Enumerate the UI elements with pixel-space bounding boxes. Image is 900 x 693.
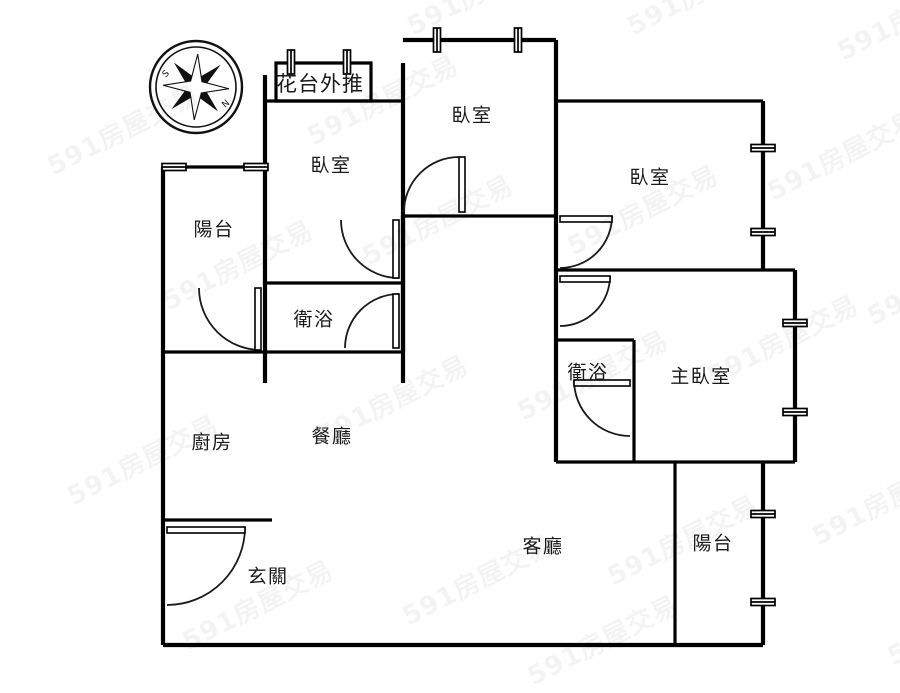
annotation-flower-bed-extension: 花台外推	[276, 72, 364, 96]
door-leaf	[166, 526, 246, 534]
door-leaf	[254, 287, 262, 351]
room-label-kitchen: 廚房	[191, 431, 232, 454]
compass-rose: SN	[148, 39, 244, 135]
door-entrance	[166, 526, 246, 606]
door-swing-arc	[166, 526, 246, 606]
compass-label-n: N	[220, 98, 232, 110]
door-swing-arc	[559, 215, 613, 269]
door-bathroom-master	[573, 379, 631, 437]
room-label-dining-room: 餐廳	[311, 426, 352, 448]
room-label-balcony-left: 陽台	[193, 219, 234, 241]
door-leaf	[559, 275, 611, 283]
door-bedroom-left	[340, 219, 400, 279]
door-swing-arc	[403, 156, 460, 213]
door-bathroom-left	[344, 293, 400, 349]
room-label-bedroom-right: 臥室	[629, 167, 670, 189]
compass-outer-ring	[148, 39, 244, 135]
window-marker	[432, 27, 442, 53]
window-marker	[513, 27, 523, 53]
window-marker	[750, 143, 776, 153]
doors-layer	[166, 156, 631, 606]
compass-star	[162, 53, 230, 121]
window-marker	[243, 162, 269, 172]
window-marker	[286, 49, 296, 75]
window-marker	[161, 162, 187, 172]
door-swing-arc	[573, 379, 631, 437]
door-bedroom-right	[559, 215, 613, 269]
room-label-master-bedroom: 主臥室	[670, 366, 732, 388]
window-marker	[342, 49, 352, 75]
door-leaf	[392, 293, 400, 349]
room-label-entrance-foyer: 玄關	[247, 566, 288, 588]
window-marker	[750, 509, 776, 519]
floor-plan-root: 591房屋交易591房屋交易591房屋交易591房屋交易591房屋交易591房屋…	[43, 0, 900, 692]
compass-inner-ring	[155, 46, 237, 128]
room-label-balcony-right: 陽台	[692, 533, 733, 555]
room-label-bedroom-left: 臥室	[310, 155, 351, 177]
door-balcony-left	[198, 287, 262, 351]
window-marker	[782, 318, 808, 328]
door-swing-arc	[198, 287, 262, 351]
compass-star-secondary	[162, 53, 230, 121]
window-marker	[782, 407, 808, 417]
window-marker	[750, 597, 776, 607]
room-label-bedroom-center: 臥室	[451, 105, 492, 127]
door-swing-arc	[559, 275, 611, 327]
room-label-bathroom-left: 衛浴	[293, 309, 334, 331]
door-leaf	[458, 156, 466, 213]
windows-layer	[161, 27, 808, 607]
room-labels-layer: 臥室臥室臥室主臥室衛浴衛浴陽台陽台廚房餐廳客廳玄關花台外推	[191, 72, 733, 588]
door-corridor-south	[559, 275, 611, 327]
walls-layer	[160, 37, 798, 648]
door-leaf	[392, 219, 400, 279]
compass-label-s: S	[161, 69, 172, 80]
door-bedroom-center	[403, 156, 466, 213]
room-label-bathroom-master: 衛浴	[567, 362, 608, 384]
door-leaf	[559, 215, 613, 223]
floor-plan-drawing: SN 臥室臥室臥室主臥室衛浴衛浴陽台陽台廚房餐廳客廳玄關花台外推	[148, 27, 808, 648]
window-marker	[750, 227, 776, 237]
room-label-living-room: 客廳	[522, 536, 563, 558]
door-swing-arc	[340, 219, 400, 279]
door-swing-arc	[344, 293, 400, 349]
door-leaf	[573, 379, 631, 387]
